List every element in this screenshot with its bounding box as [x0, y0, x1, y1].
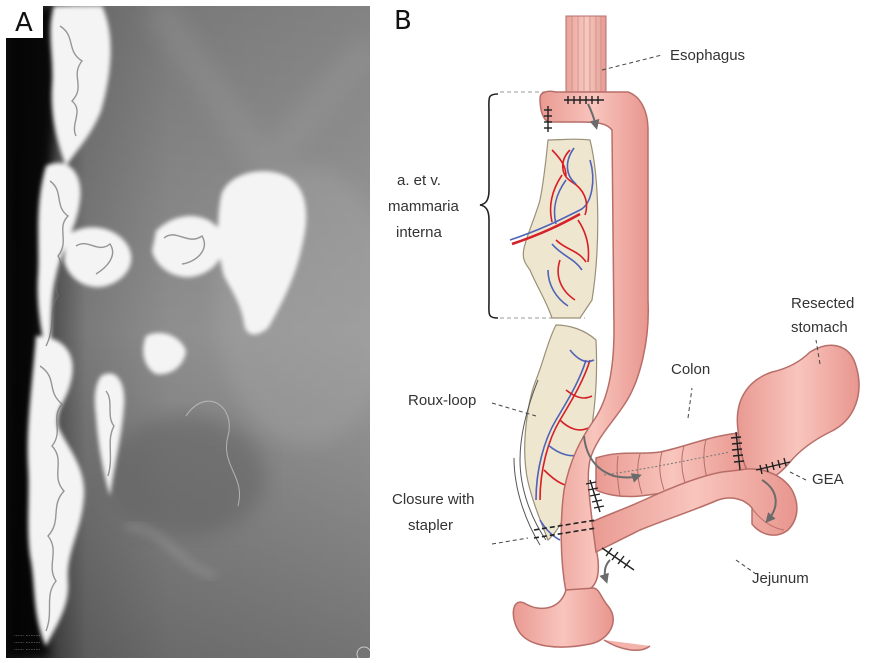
- label-resected-2: stomach: [791, 319, 848, 336]
- dicom-line-3: …… ………: [14, 646, 40, 652]
- lower-bowel-loops: [513, 588, 650, 650]
- label-roux-loop: Roux-loop: [408, 392, 476, 409]
- label-closure-1: Closure with: [392, 491, 475, 508]
- label-mammaria-1: a. et v.: [397, 172, 441, 189]
- radiograph-panel: …… ……… …… …… ……… …… ……… A: [6, 6, 370, 658]
- label-jejunum: Jejunum: [752, 570, 809, 587]
- barium-radiograph: …… ……… …… …… ……… …… ………: [6, 6, 370, 658]
- label-mammaria-3: interna: [396, 224, 443, 241]
- label-colon: Colon: [671, 361, 710, 378]
- resected-stomach: [737, 345, 859, 481]
- dicom-line-1: …… ……… ……: [14, 632, 52, 638]
- sutures-jejunal: [602, 548, 634, 570]
- surgical-diagram-panel: Esophagus a. et v. mammaria interna Rese…: [376, 0, 870, 658]
- panel-letter-box: A: [6, 6, 43, 38]
- reconstruction-diagram: Esophagus a. et v. mammaria interna Rese…: [376, 0, 870, 658]
- label-mammaria-2: mammaria: [388, 198, 459, 215]
- label-gea: GEA: [812, 471, 844, 488]
- curly-bracket: [480, 94, 498, 318]
- panel-letter-a: A: [15, 8, 33, 38]
- label-resected-1: Resected: [791, 295, 854, 312]
- dicom-line-2: …… ………: [14, 639, 40, 645]
- arrow-lower: [605, 560, 610, 580]
- label-esophagus: Esophagus: [670, 47, 745, 64]
- label-closure-2: stapler: [408, 517, 453, 534]
